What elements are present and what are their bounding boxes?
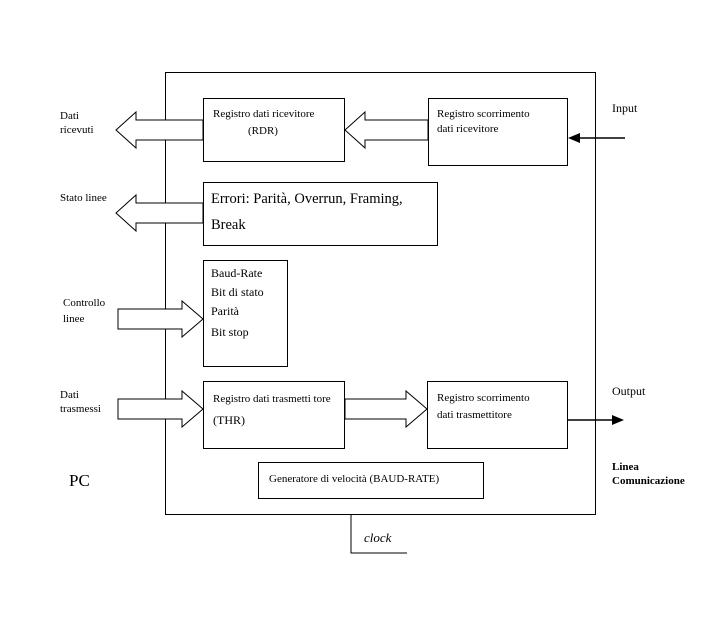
errori-label-line1: Errori: Parità, Overrun, Framing,: [211, 191, 403, 207]
block-arrow-dati-ricevuti: [115, 110, 204, 150]
input-arrowhead: [568, 133, 580, 143]
thr-label-line1: Registro dati trasmetti tore: [213, 393, 331, 405]
block-arrow-controllo-linee: [117, 299, 204, 339]
controllo-linee-label-line2: linee: [63, 313, 85, 325]
controllo-item-parita: Parità: [211, 304, 239, 318]
thr-box: [203, 381, 345, 449]
baud-generator-box: [258, 462, 484, 499]
block-arrow-dati-trasmessi: [117, 389, 204, 429]
tx-shift-label-line2: dati trasmettitore: [437, 409, 512, 421]
block-arrow-stato-linee: [115, 193, 204, 233]
rx-shift-register-box: [428, 98, 568, 166]
rx-shift-label-line1: Registro scorrimento: [437, 108, 530, 120]
controllo-item-baud-rate: Baud-Rate: [211, 266, 263, 280]
input-label: Input: [612, 101, 638, 115]
output-arrowhead: [612, 415, 624, 425]
block-arrow-thr-to-shift: [344, 389, 428, 429]
block-arrow-shift-to-rdr: [344, 110, 429, 150]
tx-shift-register-box: [427, 381, 568, 449]
output-label: Output: [612, 384, 646, 398]
baud-generator-label: Generatore di velocità (BAUD-RATE): [269, 473, 440, 485]
controllo-box: [203, 260, 288, 367]
errori-box: [203, 182, 438, 246]
linea-comunicazione-label-line2: Comunicazione: [612, 475, 685, 487]
rdr-label-line2: (RDR): [248, 125, 278, 137]
errori-label-line2: Break: [211, 217, 246, 233]
dati-ricevuti-label-line2: ricevuti: [60, 124, 94, 136]
thr-label-line2: (THR): [213, 413, 245, 427]
tx-shift-label-line1: Registro scorrimento: [437, 392, 530, 404]
rdr-box: [203, 98, 345, 162]
controllo-item-bit-stato: Bit di stato: [211, 285, 264, 299]
clock-line: [350, 514, 407, 554]
dati-trasmessi-label-line2: trasmessi: [60, 403, 101, 415]
controllo-linee-label-line1: Controllo: [63, 297, 106, 309]
uart-frame: [165, 72, 596, 515]
dati-trasmessi-label-line1: Dati: [60, 389, 79, 401]
rdr-label-line1: Registro dati ricevitore: [213, 108, 315, 120]
controllo-item-bit-stop: Bit stop: [211, 325, 249, 339]
stato-linee-label: Stato linee: [60, 192, 107, 204]
linea-comunicazione-label-line1: Linea: [612, 461, 639, 473]
pc-label: PC: [69, 471, 90, 490]
dati-ricevuti-label-line1: Dati: [60, 110, 79, 122]
clock-label: clock: [364, 530, 392, 545]
rx-shift-label-line2: dati ricevitore: [437, 123, 499, 135]
